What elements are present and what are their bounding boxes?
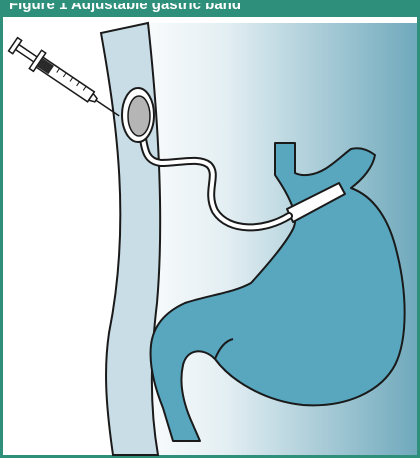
access-port [128, 96, 150, 136]
gastric-band-illustration [3, 3, 420, 461]
abdominal-wall [101, 23, 160, 455]
